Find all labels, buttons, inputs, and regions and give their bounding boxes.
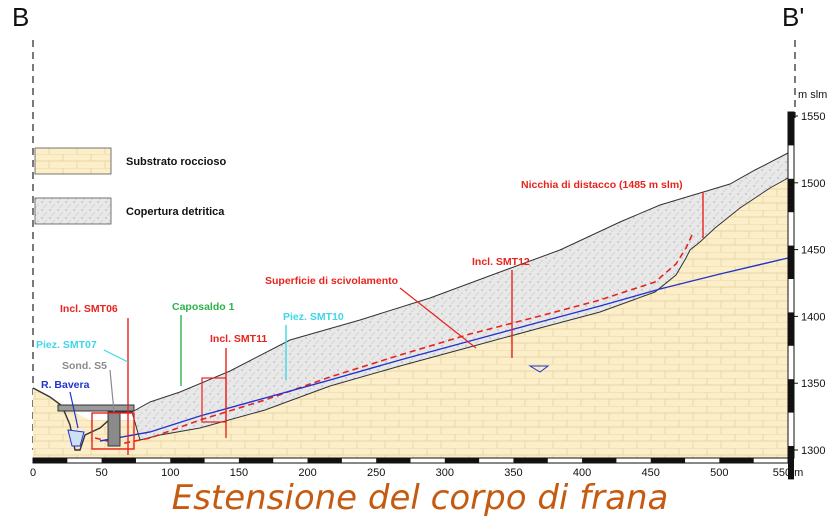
water-table-marker [528,365,550,373]
y-tick-label: 1450 [801,245,825,257]
y-unit-label: m slm [798,89,827,101]
river-channel [67,429,85,447]
superficie-leader [399,287,477,349]
x-tick-label: 550 m [773,467,804,479]
legend-label-bedrock: Substrato roccioso [126,156,227,168]
borehole-s5-casing [107,411,121,447]
nicchia-label: Nicchia di distacco (1485 m slm) [521,179,683,191]
sliding-surface [94,234,693,445]
distance-scale: 0 50 100 150 200 250 300 350 400 450 500 550 m [30,457,804,479]
x-tick-label: 150 [230,467,248,479]
x-tick-label: 450 [642,467,660,479]
y-tick-label: 1500 [801,178,825,190]
superficie-label: Superficie di scivolamento [265,275,398,287]
elevation-scale: 1550 1500 1450 1400 1350 1300 [787,111,825,480]
section-label-left: B [12,2,29,32]
y-tick-label: 1550 [801,111,825,123]
debris-cover [131,152,789,441]
bavera-line [69,391,79,429]
smt07-line [103,349,129,363]
smt07-label: Piez. SMT07 [36,339,97,351]
caposaldo-label: Caposaldo 1 [172,301,235,313]
x-tick-label: 50 [96,467,108,479]
smt11-label: Incl. SMT11 [210,333,267,345]
y-tick-label: 1300 [801,445,825,457]
red-frame [91,412,135,450]
water-table [99,257,789,442]
x-tick-label: 250 [367,467,385,479]
legend-swatch-debris [34,197,112,225]
x-tick-label: 0 [30,467,36,479]
x-tick-label: 350 [504,467,522,479]
bedrock-lower [33,178,788,458]
x-tick-label: 200 [298,467,316,479]
bridge-structure [57,404,135,412]
bavera-label: R. Bavera [41,379,90,391]
smt06-label: Incl. SMT06 [60,303,118,315]
legend-swatch-bedrock [34,147,112,175]
s5-label: Sond. S5 [62,360,107,372]
x-tick-label: 400 [573,467,591,479]
y-tick-label: 1350 [801,378,825,390]
legend-label-debris: Copertura detritica [126,206,225,218]
x-tick-label: 100 [161,467,179,479]
s5-line [109,369,115,413]
smt12-label: Incl. SMT12 [472,256,530,268]
section-label-right: B' [782,2,804,32]
caption: Estensione del corpo di frana [171,478,669,518]
smt10-label: Piez. SMT10 [283,311,344,323]
x-tick-label: 500 [710,467,728,479]
y-tick-label: 1400 [801,311,825,323]
x-tick-label: 300 [436,467,454,479]
